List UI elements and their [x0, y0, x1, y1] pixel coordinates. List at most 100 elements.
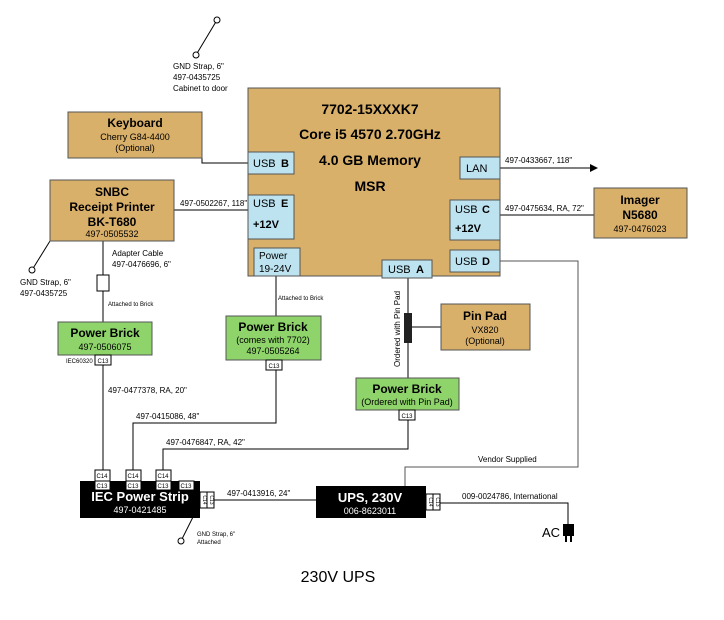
svg-text:C13: C13 — [96, 484, 108, 490]
iec-power-strip: IEC Power Strip 497-0421485 C14 C14 C14 … — [80, 469, 215, 518]
keyboard-box: Keyboard Cherry G84-4400 (Optional) — [67, 111, 203, 159]
svg-text:USB: USB — [455, 204, 478, 216]
svg-text:VX820: VX820 — [471, 325, 498, 335]
port-power: Power 19-24V — [253, 247, 301, 277]
svg-text:+12V: +12V — [455, 223, 482, 235]
svg-text:GND Strap, 6": GND Strap, 6" — [173, 62, 224, 71]
port-usb-d: USB D — [449, 249, 501, 273]
svg-text:497-0421485: 497-0421485 — [113, 505, 166, 515]
svg-text:497-0476696, 6": 497-0476696, 6" — [112, 260, 171, 269]
computer-memory: 4.0 GB Memory — [319, 152, 421, 168]
cable-pinpad-label: 497-0476847, RA, 42" — [166, 438, 245, 447]
port-usb-b: USB B — [247, 151, 295, 175]
svg-text:C14: C14 — [427, 497, 433, 506]
svg-text:(Optional): (Optional) — [465, 336, 505, 346]
cable-imager-label: 497-0475634, RA, 72" — [505, 204, 584, 213]
wire-brick-7702-strip — [132, 360, 277, 470]
computer-cpu: Core i5 4570 2.70GHz — [299, 126, 441, 142]
svg-text:USB: USB — [455, 256, 478, 268]
ac-plug-icon — [563, 524, 574, 542]
svg-text:Cabinet to door: Cabinet to door — [173, 84, 228, 93]
svg-text:(Ordered with Pin Pad): (Ordered with Pin Pad) — [361, 397, 453, 407]
svg-text:USB: USB — [388, 264, 411, 276]
svg-text:C14: C14 — [127, 474, 139, 480]
attached-brick-label: Attached to Brick — [278, 296, 324, 302]
gnd-strap-printer — [31, 240, 51, 271]
svg-text:Attached: Attached — [197, 540, 221, 546]
svg-text:C14: C14 — [96, 474, 108, 480]
cable-brick-printer-label: 497-0477378, RA, 20" — [108, 386, 187, 395]
ac-label: AC — [542, 525, 560, 540]
wire-brick-pinpad-strip — [162, 418, 409, 470]
svg-text:C13: C13 — [180, 484, 192, 490]
svg-text:GND Strap, 6": GND Strap, 6" — [20, 278, 71, 287]
gnd-door-label: GND Strap, 6" 497-0435725 Cabinet to doo… — [173, 62, 228, 93]
svg-text:006-8623011: 006-8623011 — [344, 506, 396, 516]
cable-printer-label: 497-0502267, 118" — [180, 199, 247, 208]
svg-text:Receipt Printer: Receipt Printer — [69, 200, 155, 214]
svg-text:497-0435725: 497-0435725 — [173, 73, 221, 82]
adapter-icon — [96, 274, 110, 292]
svg-text:C14: C14 — [157, 474, 169, 480]
c13-label: C13 — [97, 359, 109, 365]
svg-text:497-0435725: 497-0435725 — [20, 289, 68, 298]
svg-text:+12V: +12V — [253, 219, 280, 231]
brick-printer: Power Brick 497-0506075 C13 IEC60320 — [57, 321, 153, 366]
svg-text:Power Brick: Power Brick — [70, 326, 140, 340]
svg-text:D: D — [482, 256, 490, 268]
wire-keyboard — [201, 146, 248, 164]
port-usb-a: USB A — [381, 259, 433, 279]
cable-strip-ups-label: 497-0413916, 24" — [227, 489, 291, 498]
svg-text:GND Strap, 6": GND Strap, 6" — [197, 532, 235, 538]
svg-text:Adapter Cable: Adapter Cable — [112, 249, 164, 258]
svg-text:N5680: N5680 — [622, 208, 658, 222]
svg-text:USB: USB — [253, 198, 276, 210]
svg-text:A: A — [416, 264, 424, 276]
gnd-printer-label: GND Strap, 6" 497-0435725 — [20, 278, 71, 298]
wire-vendor — [404, 260, 579, 488]
svg-text:Pin Pad: Pin Pad — [463, 309, 507, 323]
svg-text:Power: Power — [259, 251, 288, 262]
wire-ups-ac — [439, 502, 569, 524]
port-usb-c: USB C +12V — [449, 199, 501, 241]
pinpad-connector-icon — [404, 313, 412, 343]
svg-text:C13: C13 — [434, 497, 440, 506]
gnd-printer-end-icon — [28, 266, 36, 274]
adapter-label: Adapter Cable 497-0476696, 6" — [112, 249, 171, 269]
svg-text:19-24V: 19-24V — [259, 264, 292, 275]
pinpad-box: Pin Pad VX820 (Optional) — [440, 303, 531, 351]
svg-text:497-0505532: 497-0505532 — [85, 229, 138, 239]
svg-text:Power Brick: Power Brick — [372, 382, 442, 396]
computer-box: 7702-15XXXK7 Core i5 4570 2.70GHz 4.0 GB… — [247, 87, 501, 279]
vendor-label: Vendor Supplied — [478, 455, 537, 464]
port-usb-e: USB E +12V — [247, 194, 295, 240]
svg-text:B: B — [281, 158, 289, 170]
svg-text:C13: C13 — [208, 495, 214, 504]
computer-msr: MSR — [354, 178, 385, 194]
svg-text:Imager: Imager — [620, 193, 660, 207]
wires — [28, 16, 598, 545]
svg-text:497-0505264: 497-0505264 — [246, 346, 299, 356]
imager-box: Imager N5680 497-0476023 — [593, 187, 688, 239]
attached-brick-label: Attached to Brick — [108, 302, 154, 308]
cable-7702-label: 497-0415086, 48" — [136, 412, 200, 421]
svg-text:UPS, 230V: UPS, 230V — [338, 490, 403, 505]
gnd-strap-door — [195, 19, 218, 56]
gnd-strap-strip — [180, 516, 194, 542]
svg-text:C13: C13 — [157, 484, 169, 490]
computer-model: 7702-15XXXK7 — [321, 101, 419, 117]
svg-text:497-0506075: 497-0506075 — [78, 342, 131, 352]
svg-text:(Optional): (Optional) — [115, 143, 155, 153]
cable-ac-label: 009-0024786, International — [462, 492, 558, 501]
cable-lan-label: 497-0433667, 118" — [505, 156, 572, 165]
svg-text:IEC Power Strip: IEC Power Strip — [91, 489, 189, 504]
svg-text:Cherry G84-4400: Cherry G84-4400 — [100, 132, 170, 142]
c13-label: C13 — [401, 414, 413, 420]
ordered-pinpad-label: Ordered with Pin Pad — [393, 291, 402, 367]
svg-text:LAN: LAN — [466, 163, 487, 175]
svg-text:Power Brick: Power Brick — [238, 320, 308, 334]
brick-pinpad: Power Brick (Ordered with Pin Pad) C13 — [355, 377, 460, 421]
gnd-strip-end-icon — [177, 537, 185, 545]
lan-arrow-icon — [590, 164, 598, 172]
